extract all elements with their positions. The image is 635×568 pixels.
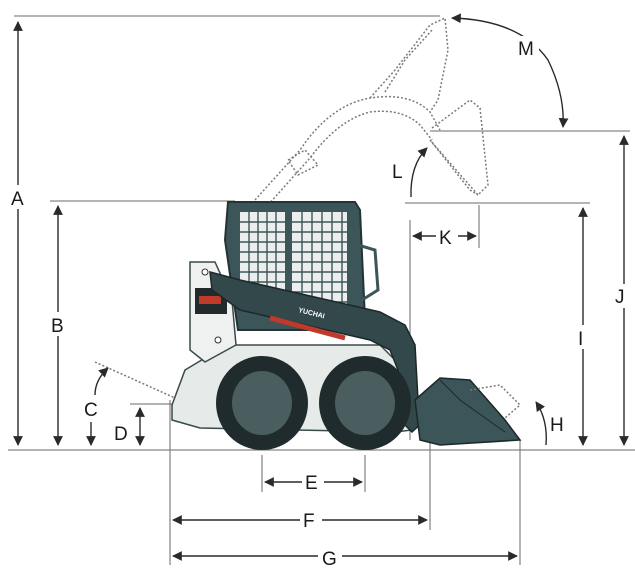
dim-label-B: B xyxy=(51,316,64,337)
dim-label-G: G xyxy=(322,549,337,568)
dim-label-A: A xyxy=(11,189,24,210)
departure-angle-line xyxy=(94,361,176,399)
front-wheel xyxy=(319,356,411,450)
dim-label-F: F xyxy=(303,511,315,532)
dim-arc-C xyxy=(94,367,109,396)
dim-label-L: L xyxy=(392,162,403,183)
dim-label-D: D xyxy=(114,424,128,445)
dim-label-I: I xyxy=(578,329,583,350)
dim-label-K: K xyxy=(439,228,452,249)
bucket-rollback-ghost xyxy=(469,384,522,419)
dim-label-C: C xyxy=(84,400,98,421)
dim-label-M: M xyxy=(518,39,534,60)
rear-wheel xyxy=(216,356,308,450)
bucket xyxy=(414,377,522,446)
raised-arm-ghost xyxy=(254,16,489,206)
cab-handrail xyxy=(357,243,380,302)
dim-arc-M xyxy=(451,13,569,128)
dim-label-H: H xyxy=(550,415,564,436)
skid-steer-loader: YUCHAI xyxy=(171,201,522,450)
dim-arc-L xyxy=(410,147,428,198)
dim-label-E: E xyxy=(305,473,318,494)
dim-arc-H xyxy=(535,401,547,446)
hydraulic-cylinder xyxy=(269,315,346,341)
dim-label-J: J xyxy=(615,287,625,308)
